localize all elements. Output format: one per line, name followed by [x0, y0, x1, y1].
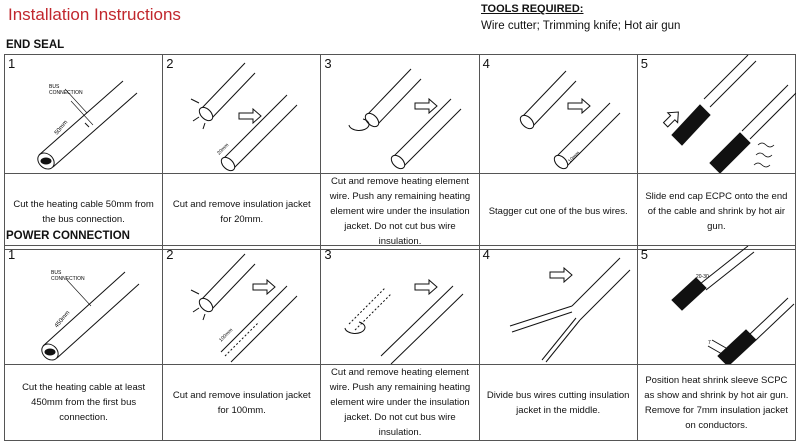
bus-label: BUS — [49, 84, 60, 90]
step-number: 5 — [640, 247, 648, 262]
end-cap-illustration — [662, 55, 796, 173]
length-label: 50mm — [54, 120, 69, 137]
power-connection-table: 1 BUS CONNECTION 450mm 2 — [3, 245, 797, 441]
step-caption: Cut and remove heating element wire. Pus… — [320, 173, 480, 250]
tools-list: Wire cutter; Trimming knife; Hot air gun — [481, 20, 681, 32]
page-title: Installation Instructions — [8, 5, 181, 24]
step-cell: 4 10mm — [478, 54, 638, 174]
step-cell: 3 — [320, 54, 480, 174]
heat-shrink-illustration: 20-30 7 — [671, 246, 795, 364]
connection-label: CONNECTION — [51, 276, 85, 282]
step-caption: Position heat shrink sleeve SCPC as show… — [636, 364, 797, 441]
bus-label: BUS — [51, 270, 62, 276]
step-cell: 2 100mm — [162, 245, 322, 365]
step-cell: 1 BUS CONNECTION 50mm — [3, 54, 164, 174]
end-seal-table: 1 BUS CONNECTION 50mm 2 — [3, 54, 797, 250]
section-title-power-connection: POWER CONNECTION — [6, 230, 130, 242]
remove-jacket-illustration: 20mm — [190, 62, 298, 172]
stagger-cut-illustration: 10mm — [519, 70, 620, 170]
step-caption: Cut and remove insulation jacket for 20m… — [162, 173, 322, 250]
tools-heading: TOOLS REQUIRED: — [481, 3, 584, 15]
step-cell: 4 — [478, 245, 638, 365]
step-number: 4 — [482, 247, 490, 262]
cut-element-illustration — [344, 278, 464, 364]
step-number: 2 — [166, 247, 174, 262]
step-caption: Cut and remove insulation jacket for 100… — [162, 364, 322, 441]
remove-jacket-illustration: 100mm — [190, 253, 298, 363]
step-cell: 1 BUS CONNECTION 450mm — [3, 245, 164, 365]
step-cell: 3 — [320, 245, 480, 365]
step-number: 4 — [482, 56, 490, 71]
length-label: 20-30 — [696, 274, 709, 280]
step-caption: Divide bus wires cutting insulation jack… — [478, 364, 638, 441]
divide-wires-illustration — [509, 257, 630, 363]
step-cell: 5 20-30 7 — [636, 245, 797, 365]
step-number: 2 — [166, 56, 174, 71]
connection-label: CONNECTION — [49, 90, 83, 96]
cut-element-illustration — [348, 68, 462, 170]
cut-cable-illustration: BUS CONNECTION 450mm — [41, 270, 140, 361]
step-number: 3 — [324, 247, 332, 262]
step-cell: 2 20mm — [162, 54, 322, 174]
step-number: 1 — [8, 247, 16, 262]
step-cell: 5 — [636, 54, 797, 174]
length-label: 450mm — [54, 310, 71, 329]
cut-cable-illustration: BUS CONNECTION 50mm — [37, 80, 138, 170]
length-label: 7 — [708, 340, 711, 346]
step-number: 1 — [8, 56, 16, 71]
step-caption: Cut the heating cable at least 450mm fro… — [3, 364, 164, 441]
step-caption: Stagger cut one of the bus wires. — [478, 173, 638, 250]
step-caption: Slide end cap ECPC onto the end of the c… — [636, 173, 797, 250]
step-caption: Cut and remove heating element wire. Pus… — [320, 364, 480, 441]
step-number: 5 — [640, 56, 648, 71]
step-number: 3 — [324, 56, 332, 71]
length-label: 10mm — [567, 150, 581, 164]
section-title-end-seal: END SEAL — [6, 39, 65, 51]
